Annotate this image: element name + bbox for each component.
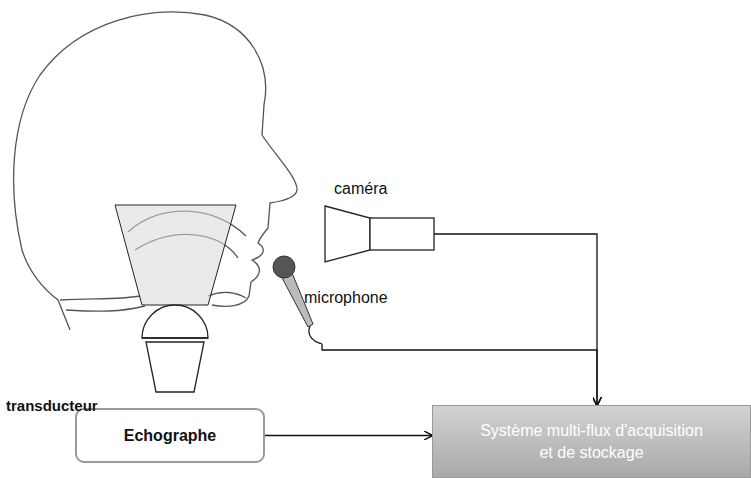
signal-arrow — [322, 344, 597, 405]
microphone-icon: microphone — [268, 252, 393, 344]
node-text: Système multi-flux d'acquisition et de s… — [472, 420, 712, 463]
acquisition-system-box: Système multi-flux d'acquisition et de s… — [432, 405, 751, 478]
node-text: Echographe — [124, 427, 216, 445]
signal-arrow — [265, 435, 432, 436]
camera-icon: caméra — [322, 178, 437, 268]
echographe-box: Echographe — [75, 408, 265, 463]
node-text: microphone — [304, 289, 388, 307]
node-text: caméra — [334, 180, 387, 198]
part-label: transducteur — [6, 397, 98, 414]
signal-arrow — [434, 234, 597, 405]
